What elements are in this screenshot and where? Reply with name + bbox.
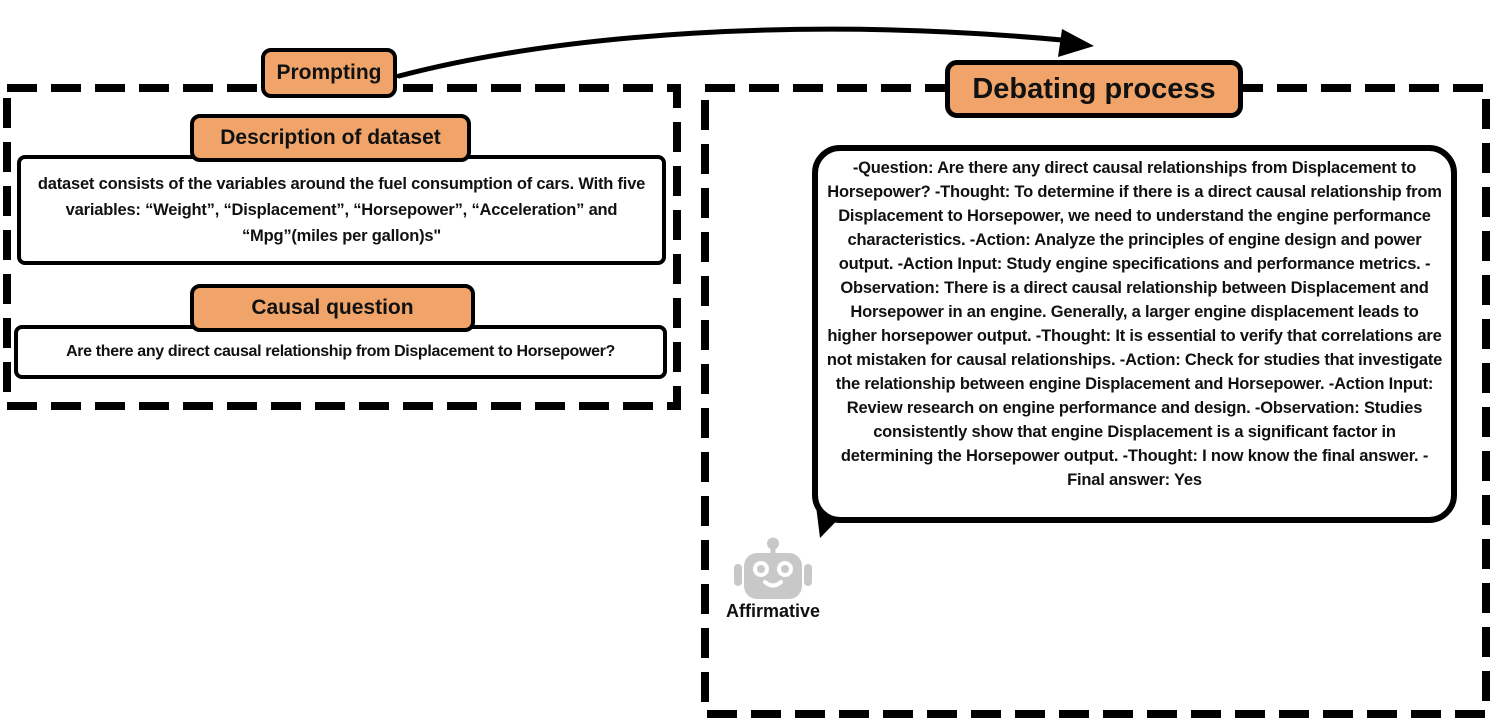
robot-icon	[733, 537, 813, 603]
prompting-to-debating-arrow	[396, 26, 1065, 79]
affirmative-speech-bubble: -Question: Are there any direct causal r…	[812, 145, 1457, 523]
dataset-description-box: dataset consists of the variables around…	[17, 155, 666, 265]
description-of-dataset-header: Description of dataset	[190, 114, 471, 162]
causal-question-header: Causal question	[190, 284, 475, 332]
affirmative-agent-label: Affirmative	[725, 601, 821, 621]
speech-bubble-text: -Question: Are there any direct causal r…	[826, 159, 1443, 489]
causal-question-box: Are there any direct causal relationship…	[14, 325, 667, 379]
prompting-label-box: Prompting	[261, 48, 397, 98]
causal-question-text: Are there any direct causal relationship…	[66, 343, 615, 360]
arrowhead-icon	[1058, 29, 1094, 57]
debating-process-label: Debating process	[972, 72, 1216, 105]
description-header-label: Description of dataset	[220, 126, 441, 149]
debating-process-header: Debating process	[945, 60, 1243, 118]
dataset-description-text: dataset consists of the variables around…	[37, 175, 646, 245]
prompting-label: Prompting	[276, 61, 382, 84]
causal-question-header-label: Causal question	[251, 296, 414, 319]
